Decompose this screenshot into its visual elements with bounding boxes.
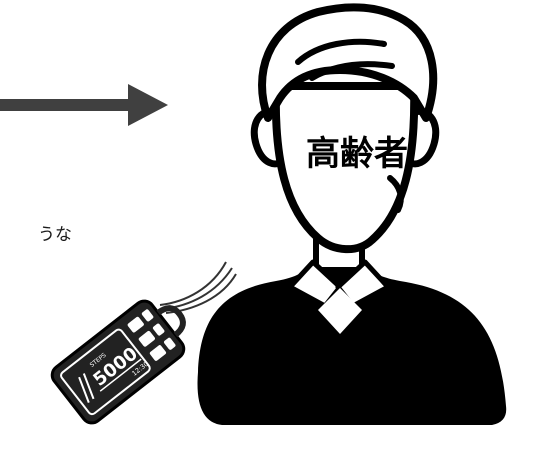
person-label: 高齢者 — [306, 134, 408, 174]
pedometer-icon: STEPS 5000 12:30 — [50, 261, 237, 425]
right-arrow-icon — [0, 84, 168, 126]
side-text: うな — [38, 225, 72, 245]
elderly-person-icon: 高齢者 — [197, 3, 507, 425]
